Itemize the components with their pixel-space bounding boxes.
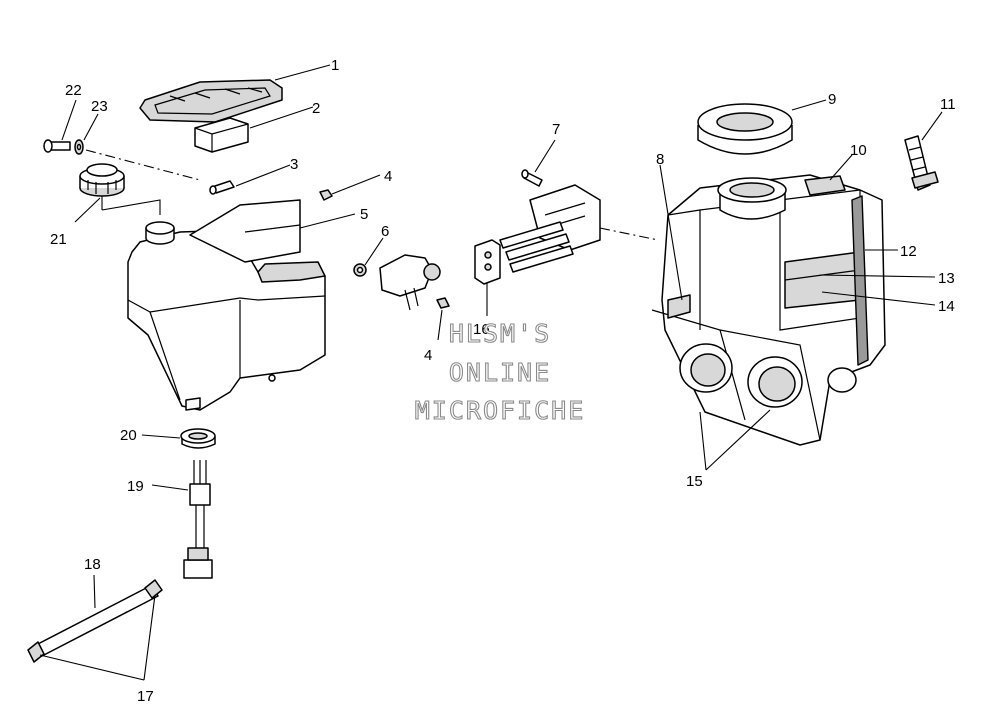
part-7-screw [521,169,543,187]
part-1-tank-cover [139,79,283,123]
callout-19: 19 [127,478,144,495]
part-5-oil-tank [127,199,326,411]
part-4-nut-lower [436,297,450,309]
part-18-hose [27,579,163,663]
mount-bracket [499,184,601,273]
callout-7: 7 [552,121,560,138]
part-3-screw [209,180,235,195]
callout-14: 14 [938,298,955,315]
callout-3: 3 [290,156,298,173]
part-21-filler-cap [79,163,125,197]
callout-15: 15 [686,473,703,490]
oil-pump-actuator [379,254,441,311]
cap-to-tank-line [101,196,161,215]
callout-6: 6 [381,223,389,240]
callout-1: 1 [331,57,339,74]
part-9-foam-ring [697,103,793,155]
assembly-line-bracket [599,227,659,241]
callout-21: 21 [50,231,67,248]
callout-23: 23 [91,98,108,115]
part-15-intake-port-right [747,356,803,408]
part-12-strap [851,195,869,366]
callout-4-lower: 4 [424,347,432,364]
callout-11: 11 [940,96,956,113]
callout-5: 5 [360,206,368,223]
watermark-line-3: MICROFICHE [415,396,586,425]
airbox-side-fitting [827,367,857,393]
callout-9: 9 [828,91,836,108]
callout-2: 2 [312,100,320,117]
watermark-line-2: ONLINE [449,358,551,387]
leader-lines [39,64,943,681]
part-23-washer [74,139,84,155]
watermark-line-1: HLSM'S [449,319,551,348]
callout-16: 16 [473,321,490,338]
part-8-tab [667,294,691,319]
callout-18: 18 [84,556,101,573]
part-4-nut-upper [319,189,333,201]
part-22-bolt [43,139,71,153]
callout-4-upper: 4 [384,168,392,185]
part-16-clip [474,239,501,285]
part-6-nut [353,263,367,277]
callout-8: 8 [656,151,664,168]
callout-13: 13 [938,270,955,287]
callout-17: 17 [137,688,154,705]
part-11-clip [904,135,939,191]
part-15-intake-port-left [679,343,733,393]
part-20-grommet [180,428,216,449]
callout-10: 10 [850,142,867,159]
part-2-block [194,117,249,153]
part-19-pickup-tube [183,460,213,579]
callout-22: 22 [65,82,82,99]
callout-20: 20 [120,427,137,444]
watermark: HLSM'S ONLINE MICROFICHE [414,318,586,425]
callout-12: 12 [900,243,917,260]
